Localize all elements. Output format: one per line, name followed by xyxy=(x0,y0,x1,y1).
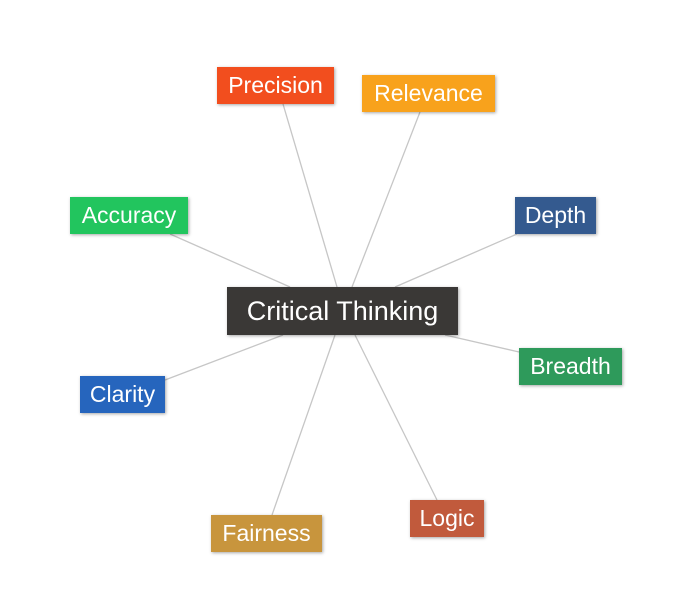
branch-label-accuracy: Accuracy xyxy=(81,202,177,228)
connector-breadth xyxy=(444,334,520,353)
central-topic-label: Critical Thinking xyxy=(246,295,439,326)
connector-depth xyxy=(394,233,518,288)
connector-relevance xyxy=(351,111,421,288)
branch-node-depth[interactable]: Depth xyxy=(515,197,596,234)
branch-label-relevance: Relevance xyxy=(374,80,483,106)
connector-logic xyxy=(354,334,438,501)
connector-accuracy xyxy=(169,233,291,288)
connector-precision xyxy=(282,103,338,288)
branch-label-fairness: Fairness xyxy=(222,520,311,546)
branch-node-logic[interactable]: Logic xyxy=(410,500,484,537)
connector-clarity xyxy=(164,334,284,381)
branch-node-breadth[interactable]: Breadth xyxy=(519,348,622,385)
branch-node-relevance[interactable]: Relevance xyxy=(362,75,495,112)
branch-label-logic: Logic xyxy=(419,505,475,531)
branch-node-accuracy[interactable]: Accuracy xyxy=(70,197,188,234)
branch-label-depth: Depth xyxy=(524,202,587,228)
branch-label-precision: Precision xyxy=(228,72,323,98)
branch-label-clarity: Clarity xyxy=(89,381,156,407)
connector-fairness xyxy=(271,334,336,516)
branch-node-clarity[interactable]: Clarity xyxy=(80,376,165,413)
branch-node-precision[interactable]: Precision xyxy=(217,67,334,104)
central-topic-node[interactable]: Critical Thinking xyxy=(227,287,458,335)
branch-node-fairness[interactable]: Fairness xyxy=(211,515,322,552)
branch-label-breadth: Breadth xyxy=(530,353,611,379)
